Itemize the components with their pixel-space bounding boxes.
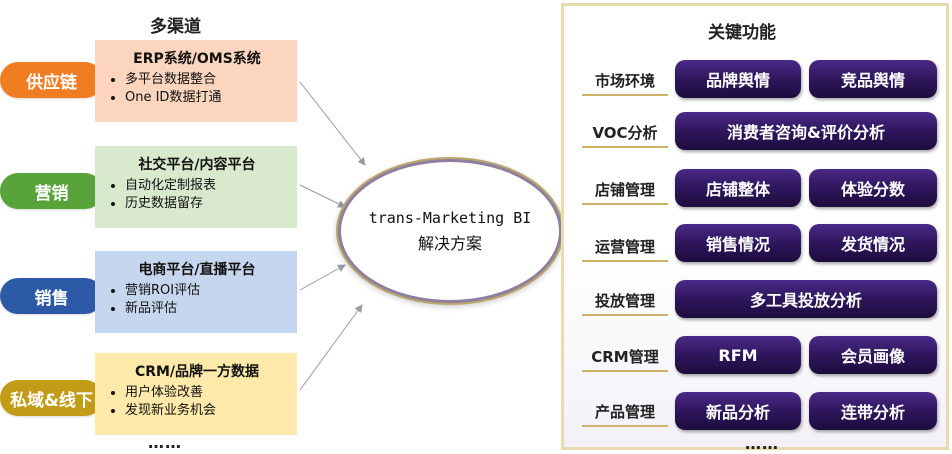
feature-consumer-review-analysis: 消费者咨询&评价分析 (675, 112, 937, 150)
channel-card-erp: ERP系统/OMS系统 多平台数据整合 One ID数据打通 (95, 40, 297, 122)
feature-store-overall: 店铺整体 (675, 169, 801, 207)
channel-bullet: 自动化定制报表 (125, 177, 287, 195)
arrow-marketing (299, 184, 346, 208)
feature-experience-score: 体验分数 (809, 169, 937, 207)
category-ad-placement: 投放管理 (582, 286, 668, 316)
channel-bullet: One ID数据打通 (125, 89, 287, 107)
tag-supply-chain: 供应链 (0, 62, 103, 98)
features-title: 关键功能 (708, 23, 776, 43)
category-market: 市场环境 (582, 66, 668, 96)
channel-bullet: 历史数据留存 (125, 195, 287, 213)
category-crm: CRM管理 (582, 342, 668, 372)
feature-rfm: RFM (675, 336, 801, 374)
channel-card-social: 社交平台/内容平台 自动化定制报表 历史数据留存 (95, 146, 297, 228)
features-more: …… (745, 434, 779, 453)
category-voc: VOC分析 (582, 118, 668, 148)
arrow-private (299, 304, 363, 391)
category-store: 店铺管理 (582, 175, 668, 205)
channels-title: 多渠道 (150, 17, 201, 37)
channel-title: CRM/品牌一方数据 (134, 364, 260, 380)
core-solution: trans-Marketing BI 解决方案 (341, 162, 559, 300)
channel-bullet: 新品评估 (125, 300, 287, 318)
channel-bullet: 营销ROI评估 (125, 282, 287, 300)
channel-bullet: 多平台数据整合 (125, 71, 287, 89)
feature-member-profile: 会员画像 (809, 336, 937, 374)
feature-sales-status: 销售情况 (675, 224, 801, 262)
feature-bundle-analysis: 连带分析 (809, 392, 937, 430)
category-product: 产品管理 (582, 397, 668, 427)
channel-bullet: 发现新业务机会 (125, 402, 287, 420)
core-title: trans-Marketing BI (368, 208, 532, 227)
channel-card-ecommerce: 电商平台/直播平台 营销ROI评估 新品评估 (95, 251, 297, 333)
channel-title: ERP系统/OMS系统 (133, 51, 261, 67)
feature-shipping-status: 发货情况 (809, 224, 937, 262)
channel-title: 电商平台/直播平台 (138, 262, 256, 278)
feature-multi-tool-analysis: 多工具投放分析 (675, 280, 937, 318)
core-subtitle: 解决方案 (417, 233, 482, 253)
channel-card-crm: CRM/品牌一方数据 用户体验改善 发现新业务机会 (95, 353, 297, 435)
arrow-sales (299, 264, 346, 291)
tag-marketing: 营销 (0, 173, 103, 209)
feature-competitor-sentiment: 竞品舆情 (809, 60, 937, 98)
channel-title: 社交平台/内容平台 (138, 157, 256, 173)
channels-more: …… (148, 433, 182, 452)
tag-private-offline: 私域&线下 (0, 380, 103, 416)
category-operations: 运营管理 (582, 232, 668, 262)
channel-bullet: 用户体验改善 (125, 384, 287, 402)
feature-brand-sentiment: 品牌舆情 (675, 60, 801, 98)
feature-new-product-analysis: 新品分析 (675, 392, 801, 430)
arrow-supply (299, 81, 366, 166)
tag-sales: 销售 (0, 278, 103, 314)
